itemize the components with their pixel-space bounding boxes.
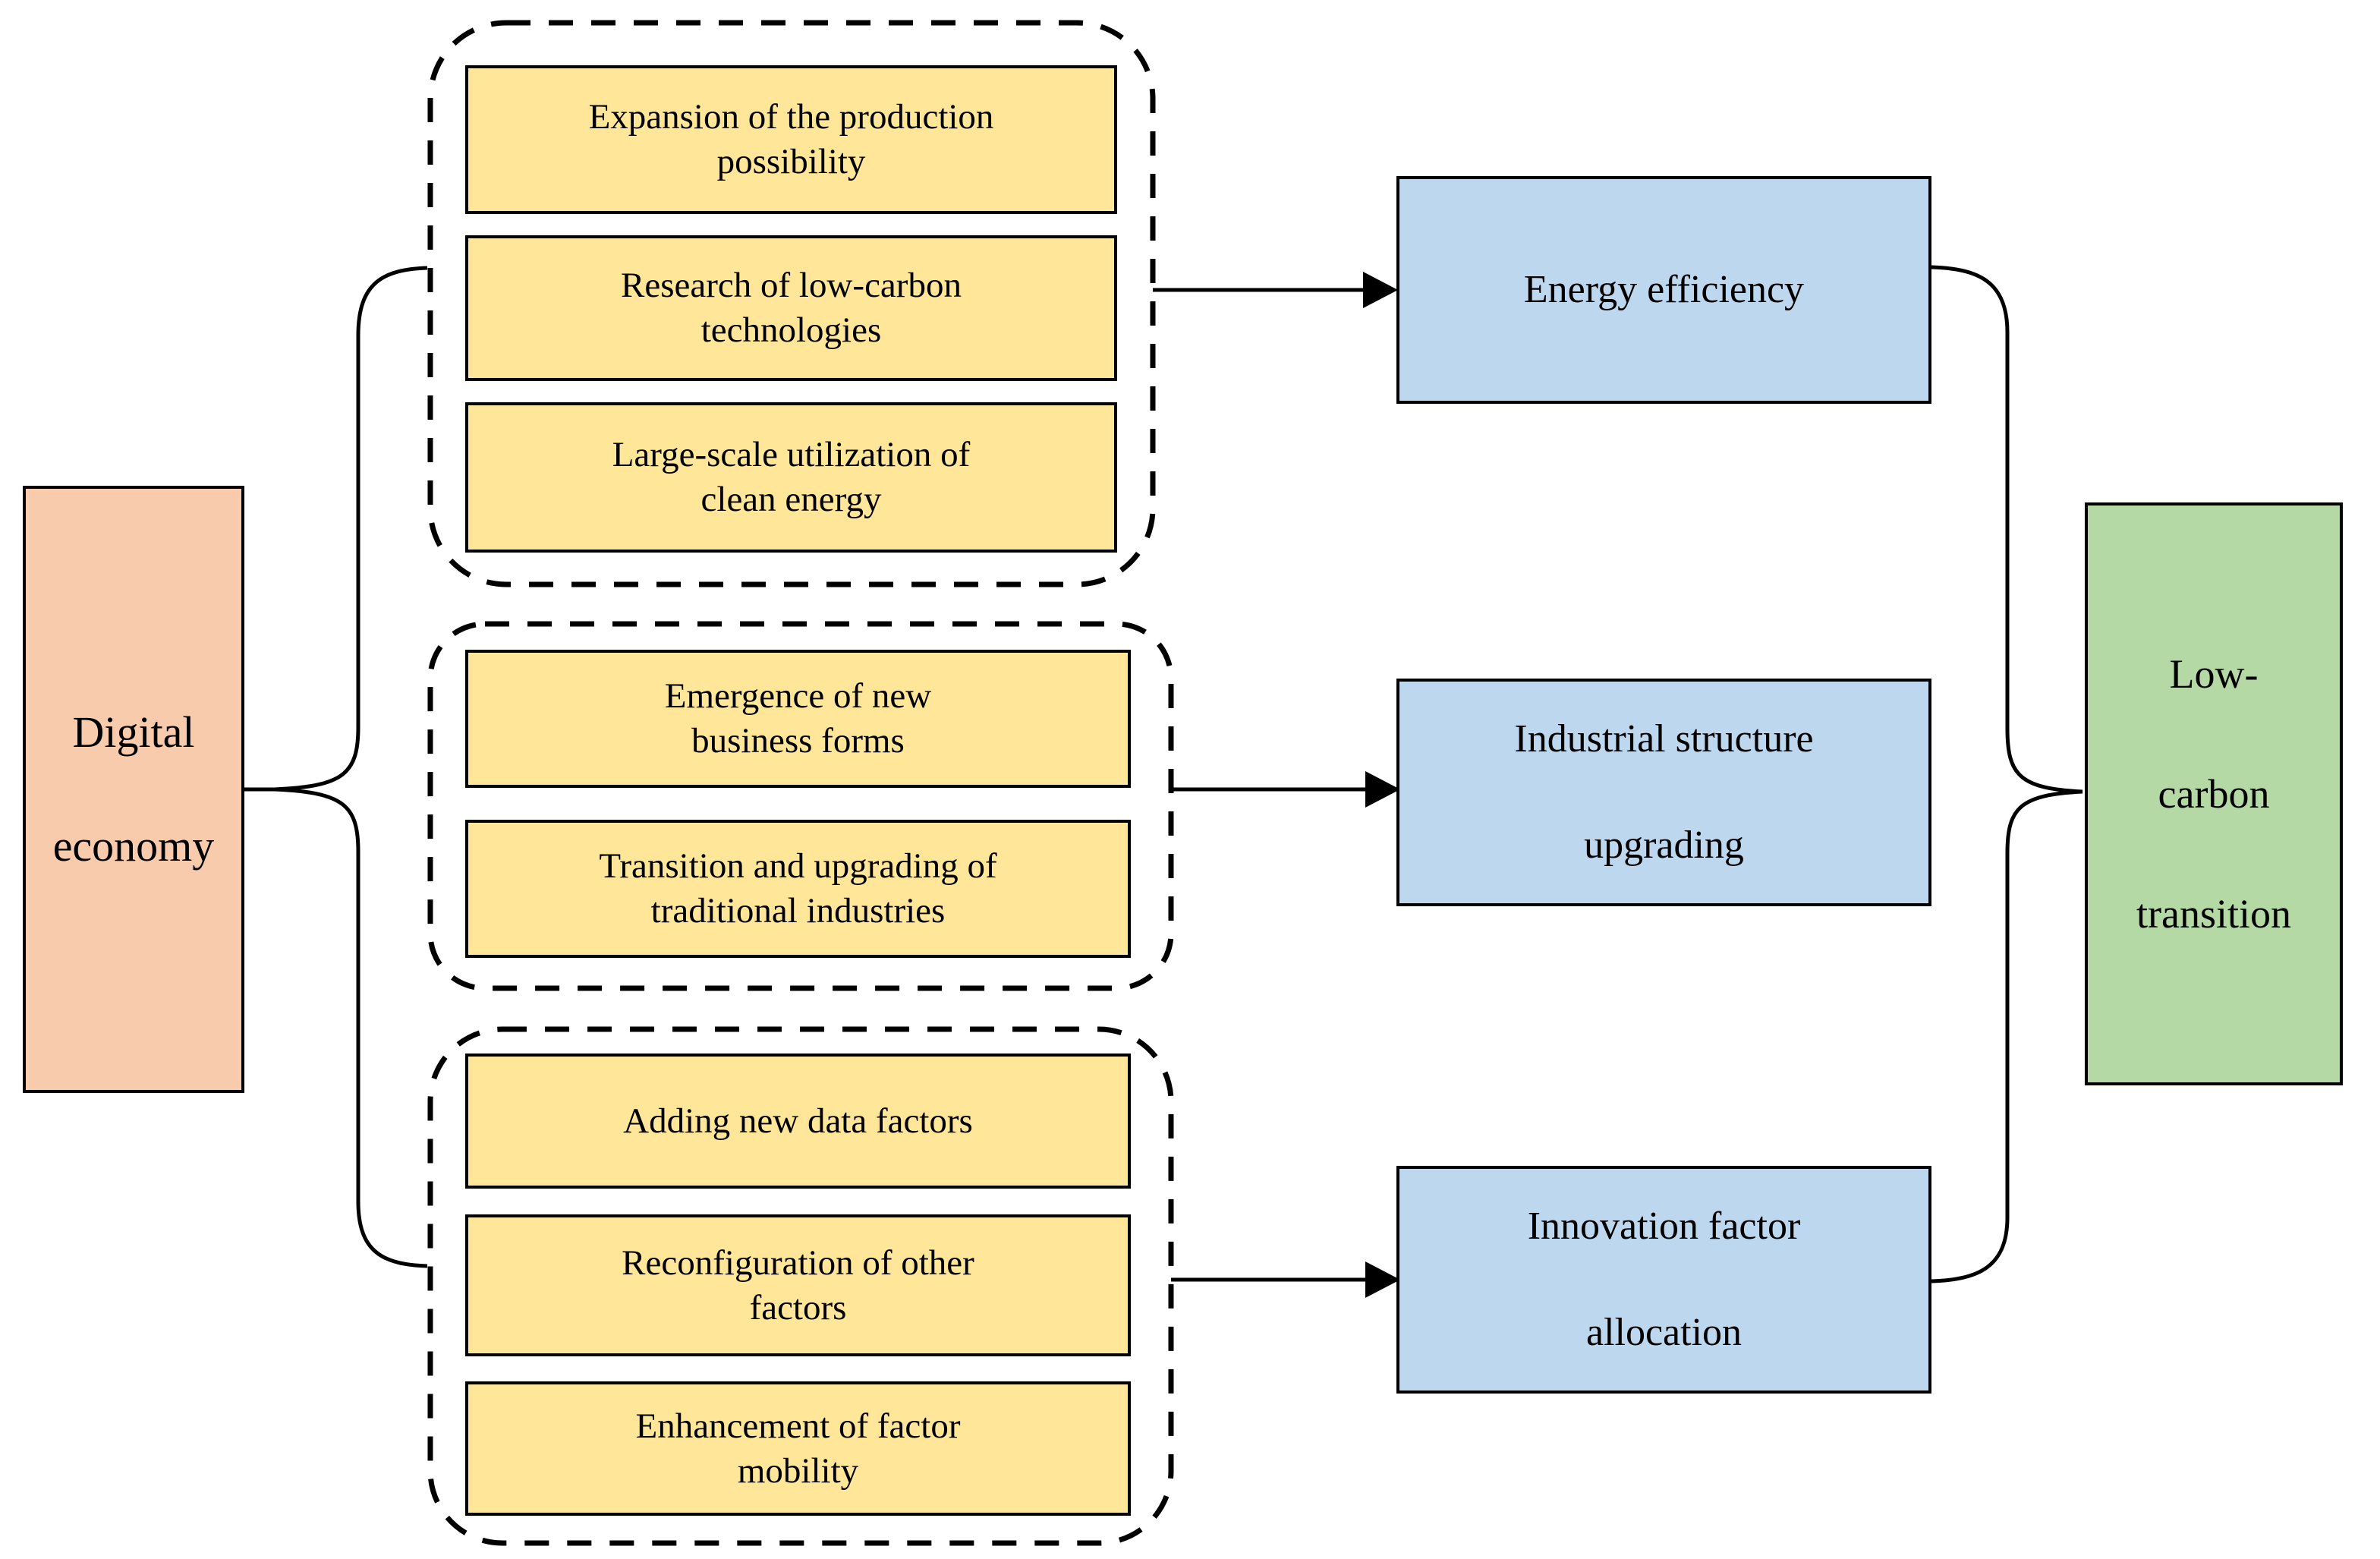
arrowhead-icon	[1365, 771, 1400, 808]
right-brace	[1931, 265, 2083, 1283]
innovation-factor-allocation-box: Innovation factor allocation	[1396, 1166, 1931, 1394]
digital-economy-line-2: economy	[52, 821, 215, 871]
arrow-group2-to-industrial	[1171, 771, 1400, 808]
industrial-structure-line-2: upgrading	[1584, 824, 1744, 867]
industrial-structure-line-1: Industrial structure	[1514, 717, 1814, 761]
mechanism-new-business-forms-box: Emergence of new business forms	[465, 650, 1131, 788]
low-carbon-transition-box: Low- carbon transition	[2085, 502, 2343, 1085]
group-2-dashed-outline	[427, 621, 1174, 991]
digital-economy-line-1: Digital	[72, 707, 195, 757]
arrow-group1-to-energy	[1153, 272, 1398, 308]
mechanism-label: Reconfiguration of other factors	[622, 1242, 974, 1328]
energy-efficiency-label: Energy efficiency	[1523, 268, 1805, 311]
group-3-dashed-outline	[427, 1026, 1174, 1546]
mechanism-label: Large-scale utilization of clean energy	[612, 435, 971, 519]
arrow-group3-to-innovation	[1171, 1261, 1400, 1298]
mechanism-label: Emergence of new business forms	[664, 676, 932, 761]
mechanism-expansion-production-possibility-box: Expansion of the production possibility	[465, 65, 1117, 214]
energy-efficiency-box: Energy efficiency	[1396, 176, 1931, 404]
left-brace	[244, 266, 428, 1268]
mechanism-label: Adding new data factors	[623, 1101, 973, 1141]
mechanism-transition-traditional-industries-box: Transition and upgrading of traditional …	[465, 820, 1131, 958]
mechanism-reconfiguration-factors-box: Reconfiguration of other factors	[465, 1214, 1131, 1356]
mechanism-label: Transition and upgrading of traditional …	[599, 846, 997, 931]
mechanism-research-low-carbon-technologies-box: Research of low-carbon technologies	[465, 235, 1117, 381]
innovation-factor-line-1: Innovation factor	[1527, 1205, 1801, 1248]
mechanism-label: Research of low-carbon technologies	[621, 266, 962, 350]
mechanism-factor-mobility-box: Enhancement of factor mobility	[465, 1381, 1131, 1516]
group-1-dashed-outline	[427, 20, 1156, 587]
innovation-factor-line-2: allocation	[1585, 1311, 1742, 1354]
low-carbon-line-2: carbon	[2158, 771, 2270, 817]
digital-economy-box: Digital economy	[23, 486, 244, 1093]
low-carbon-line-1: Low-	[2169, 651, 2259, 697]
low-carbon-line-3: transition	[2136, 891, 2291, 937]
arrowhead-icon	[1363, 272, 1398, 308]
arrowhead-icon	[1365, 1261, 1400, 1298]
mechanism-adding-data-factors-box: Adding new data factors	[465, 1054, 1131, 1189]
mechanism-label: Expansion of the production possibility	[588, 97, 994, 181]
mechanism-large-scale-clean-energy-box: Large-scale utilization of clean energy	[465, 402, 1117, 553]
mechanism-label: Enhancement of factor mobility	[635, 1406, 961, 1491]
industrial-structure-upgrading-box: Industrial structure upgrading	[1396, 679, 1931, 906]
